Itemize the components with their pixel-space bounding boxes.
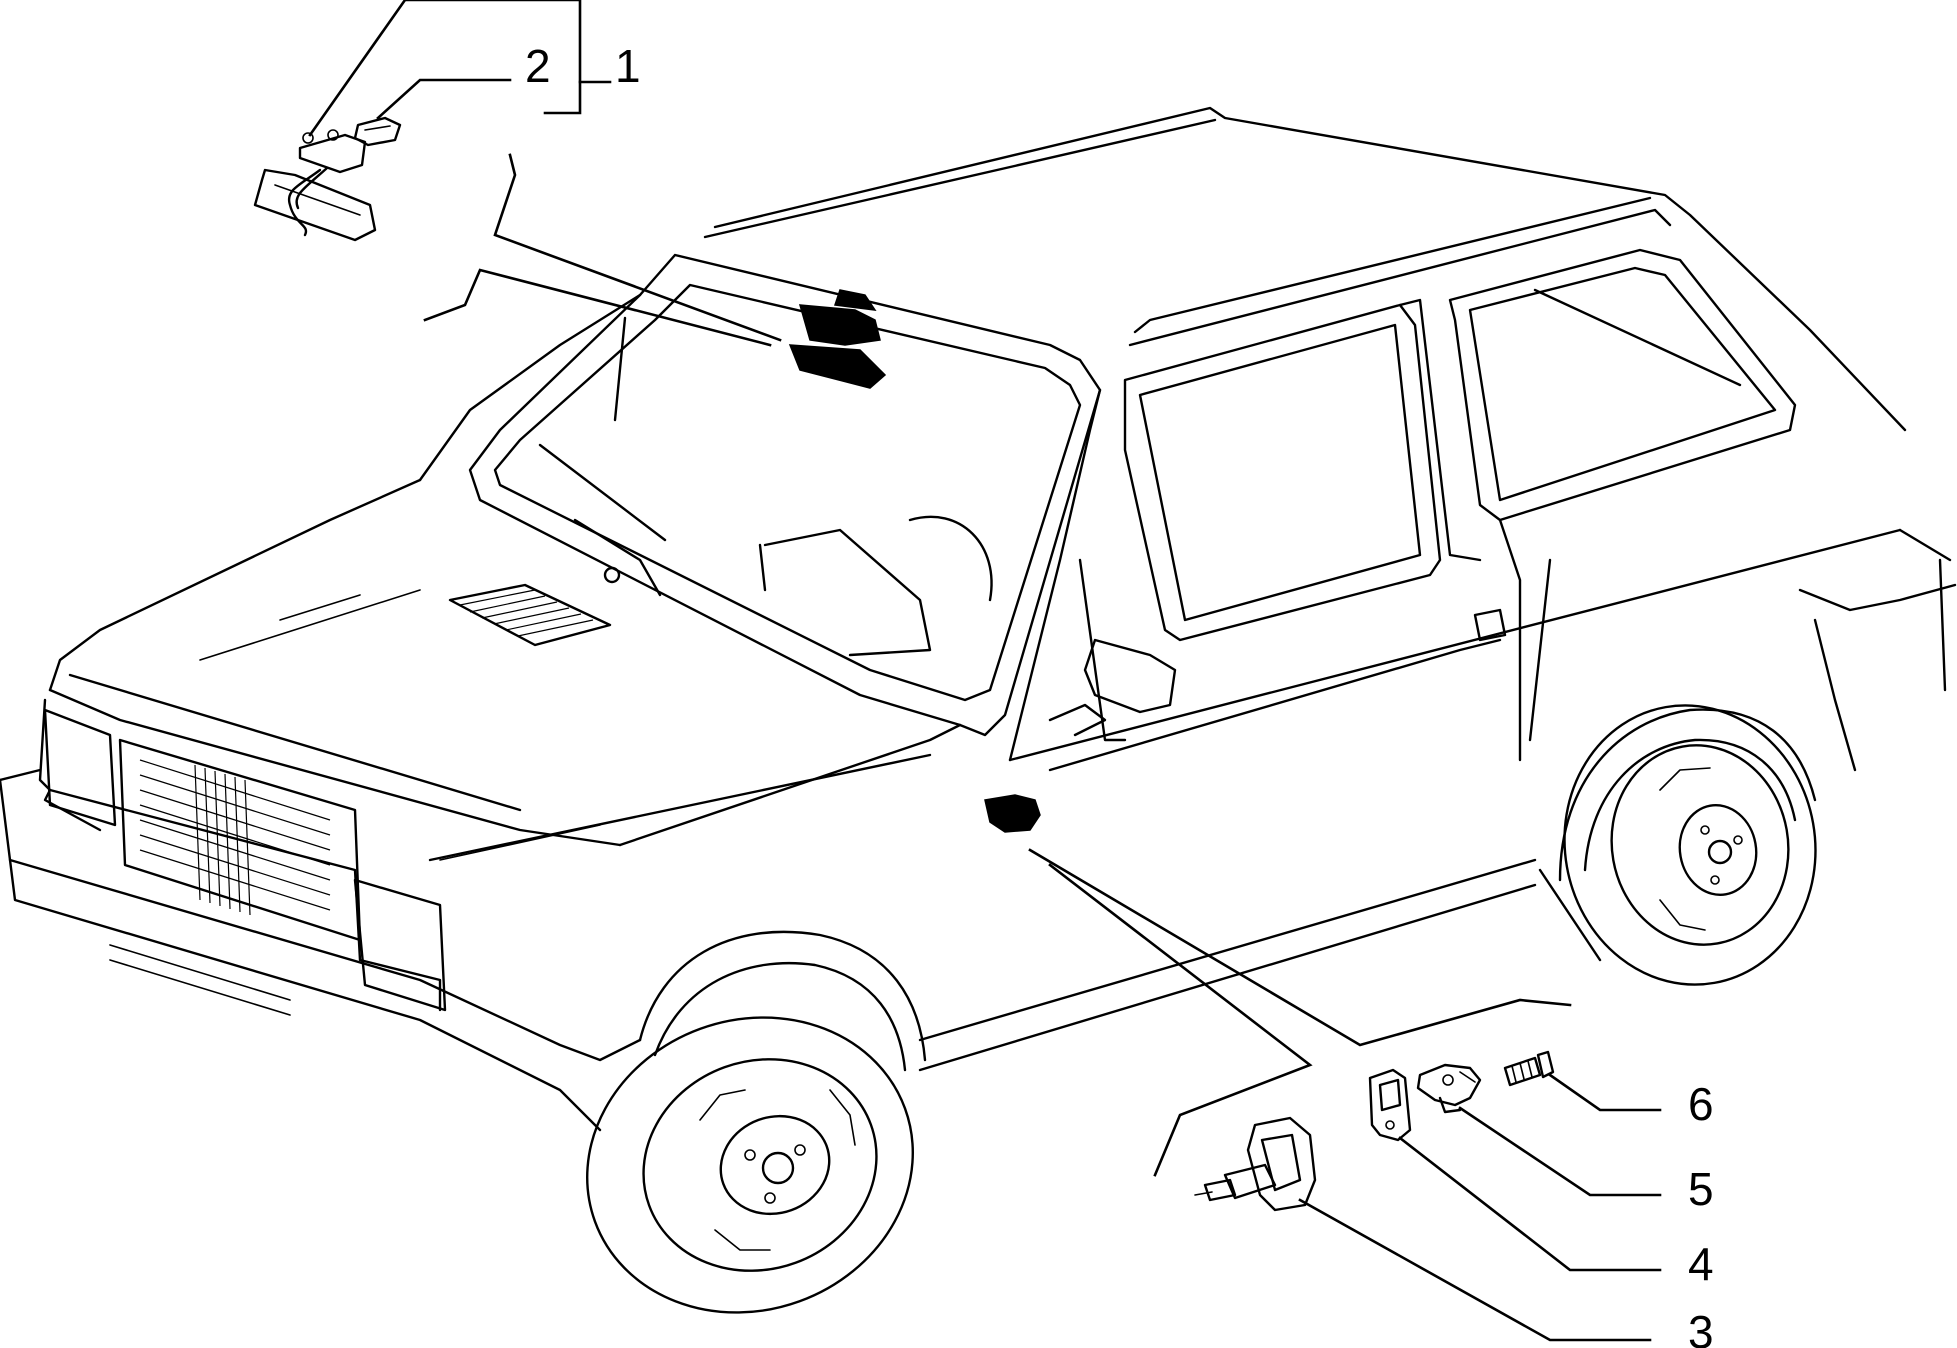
leader-lines	[423, 153, 1572, 1177]
callout-4: 4	[1688, 1238, 1714, 1290]
callout-3: 3	[1688, 1306, 1714, 1348]
door-switch-icon	[1194, 1116, 1317, 1212]
interior-lamp-assembly-icon	[253, 129, 377, 242]
lens-icon	[353, 116, 402, 147]
bracket-icon	[1416, 1063, 1482, 1114]
screw-icon	[1503, 1050, 1555, 1087]
callout-1: 1	[615, 40, 641, 92]
callout-leaders	[308, 0, 1662, 1342]
car-illustration	[0, 106, 1957, 1314]
callout-2: 2	[525, 40, 551, 92]
callout-6: 6	[1688, 1078, 1714, 1130]
grille-hatching	[139, 759, 331, 916]
switch-location-marker	[984, 794, 1041, 833]
callout-5: 5	[1688, 1163, 1714, 1215]
mounting-plate-icon	[1368, 1068, 1412, 1142]
lamp-location-marker	[788, 289, 887, 389]
